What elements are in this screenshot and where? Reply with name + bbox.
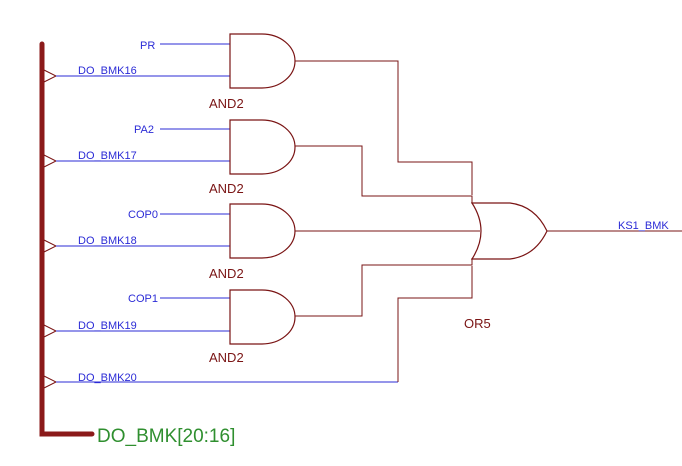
and-gate-1[interactable] <box>229 33 296 89</box>
and-gate-2[interactable] <box>229 119 296 175</box>
or-gate[interactable] <box>470 202 548 260</box>
wire-and1-to-or[interactable] <box>295 60 473 195</box>
label-cop1: COP1 <box>128 293 158 305</box>
label-do-bmk17: DO_BMK17 <box>78 150 137 162</box>
wire-and2-to-or[interactable] <box>295 145 473 204</box>
label-do-bmk19: DO_BMK19 <box>78 320 137 332</box>
bus-tap-4-arrow <box>43 324 58 338</box>
bus-tap-1-arrow <box>43 69 58 83</box>
and-gate-3-label: AND2 <box>209 266 244 281</box>
output-label: KS1_BMK <box>618 220 669 232</box>
label-do-bmk20: DO_BMK20 <box>78 372 137 384</box>
label-pr: PR <box>140 40 155 52</box>
wire-and4-to-or[interactable] <box>295 258 473 317</box>
label-do-bmk16: DO_BMK16 <box>78 65 137 77</box>
or-gate-label: OR5 <box>464 316 491 331</box>
and-gate-4[interactable] <box>229 289 296 345</box>
and-gate-2-label: AND2 <box>209 181 244 196</box>
and-gate-4-label: AND2 <box>209 350 244 365</box>
label-pa2: PA2 <box>134 124 154 136</box>
bus-tap-3-arrow <box>43 239 58 253</box>
bus-tap-2-arrow <box>43 154 58 168</box>
and-gate-3[interactable] <box>229 203 296 259</box>
wire-bmk20-to-or[interactable] <box>397 266 473 382</box>
bus-tap-5-arrow <box>43 375 58 389</box>
label-do-bmk18: DO_BMK18 <box>78 235 137 247</box>
bus-line[interactable] <box>39 41 95 437</box>
and-gate-1-label: AND2 <box>209 96 244 111</box>
label-cop0: COP0 <box>128 209 158 221</box>
bus-label: DO_BMK[20:16] <box>97 426 235 447</box>
